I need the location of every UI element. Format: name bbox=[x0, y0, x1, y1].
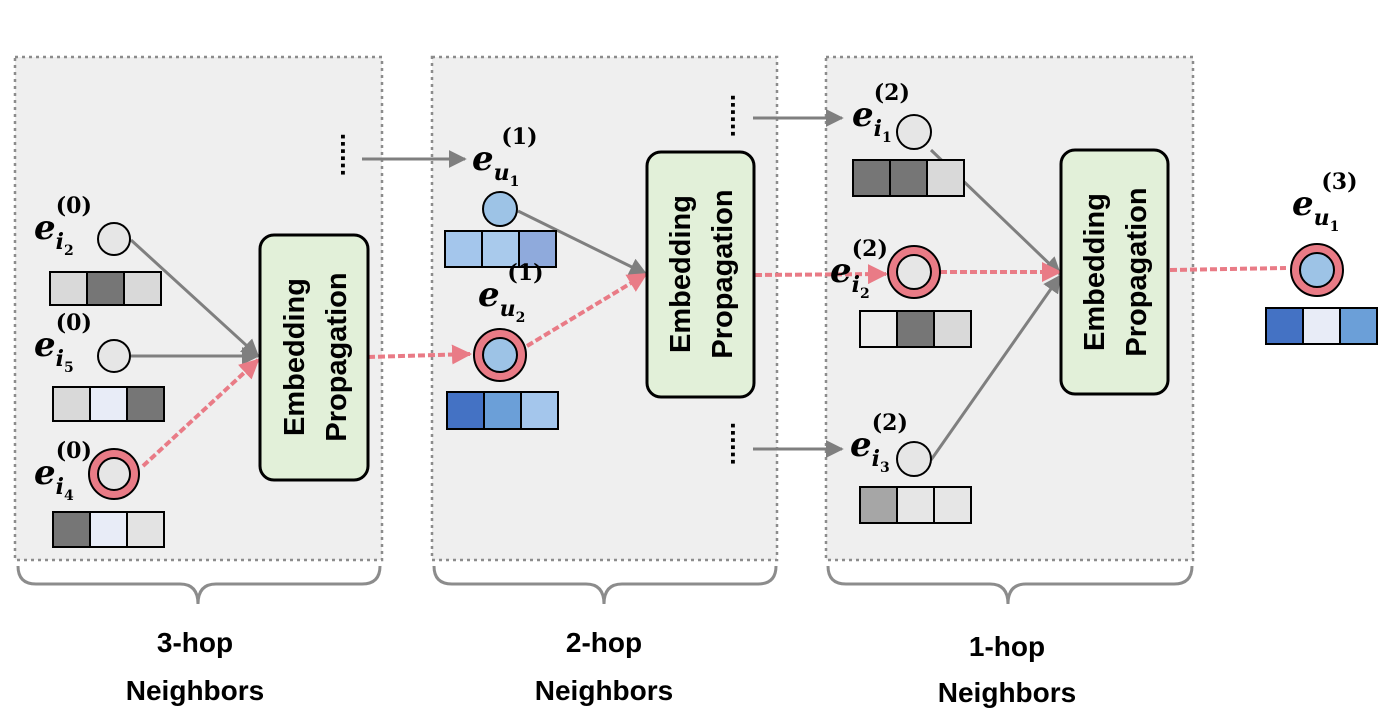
node-label: ei2(2) bbox=[830, 236, 888, 302]
ellipsis-2-hop-bottom: ...... bbox=[725, 422, 755, 465]
node-e-u1-1: eu1(1) bbox=[444, 124, 557, 268]
node-label: ei5(0) bbox=[34, 310, 92, 376]
embedding-cell bbox=[481, 230, 520, 268]
embedding-cell bbox=[896, 486, 935, 524]
node-circle bbox=[896, 114, 932, 150]
embedding-propagation-block-1: Embedding Propagation bbox=[258, 233, 370, 482]
group-label-2-hop-line2: Neighbors bbox=[535, 675, 673, 706]
node-circle bbox=[896, 254, 932, 290]
embedding-cell bbox=[126, 511, 165, 548]
embedding-cell bbox=[444, 230, 483, 268]
block-2-line1: Embedding bbox=[665, 195, 697, 353]
embedding-cell bbox=[123, 271, 162, 306]
embedding-cell bbox=[518, 230, 557, 268]
node-e-i3-2: ei3(2) bbox=[850, 410, 972, 524]
embedding-cell bbox=[1265, 307, 1304, 345]
path-block1-to-u2 bbox=[367, 344, 472, 365]
node-e-u2-1: eu2(1) bbox=[446, 260, 559, 430]
node-circle bbox=[1299, 252, 1335, 288]
embedding-cell bbox=[86, 271, 125, 306]
embedding-cell bbox=[1302, 307, 1341, 345]
embedding-cell bbox=[933, 486, 972, 524]
block-3-line1: Embedding bbox=[1079, 193, 1111, 351]
node-e-i1-2: ei1(2) bbox=[852, 80, 965, 197]
node-e-i2-2: ei2(2) bbox=[830, 236, 972, 348]
node-e-i5-0: ei5(0) bbox=[34, 310, 165, 422]
node-e-u1-3: eu1(3) bbox=[1265, 169, 1378, 345]
block-2-line2: Propagation bbox=[707, 189, 739, 358]
group-label-3-hop-line1: 3-hop bbox=[157, 627, 233, 658]
edge-i2-to-block1 bbox=[129, 238, 260, 358]
ellipsis-2-hop-top: ...... bbox=[725, 94, 755, 137]
node-e-i4-0: ei4(0) bbox=[34, 438, 165, 548]
node-label: ei4(0) bbox=[34, 438, 92, 504]
embedding-cell bbox=[859, 486, 898, 524]
path-u2-to-block2 bbox=[525, 272, 648, 348]
embedding-cell bbox=[126, 386, 165, 422]
brace-2-hop bbox=[432, 565, 778, 605]
embedding-cell bbox=[446, 391, 485, 430]
node-label: ei2(0) bbox=[34, 193, 92, 259]
block-1-line2: Propagation bbox=[321, 272, 353, 441]
embedding-cell bbox=[52, 386, 91, 422]
node-label: eu2(1) bbox=[478, 260, 544, 326]
node-circle bbox=[97, 339, 131, 373]
node-circle bbox=[482, 191, 518, 227]
path-block3-to-output bbox=[1169, 266, 1287, 272]
brace-1-hop bbox=[826, 565, 1194, 605]
node-label: eu1(1) bbox=[472, 124, 538, 190]
embedding-cell bbox=[52, 511, 91, 548]
block-3-line2: Propagation bbox=[1121, 187, 1153, 356]
embedding-cell bbox=[49, 271, 88, 306]
node-circle bbox=[896, 441, 932, 477]
embedding-cell bbox=[89, 386, 128, 422]
node-circle bbox=[482, 337, 518, 373]
node-circle bbox=[97, 222, 131, 256]
embedding-cell bbox=[896, 310, 935, 348]
embedding-cell bbox=[889, 159, 928, 197]
embedding-cell bbox=[520, 391, 559, 430]
embedding-propagation-block-3: Embedding Propagation bbox=[1059, 148, 1170, 396]
embedding-cell bbox=[926, 159, 965, 197]
edge-u1-to-block2 bbox=[517, 209, 648, 276]
group-label-1-hop-line1: 1-hop bbox=[969, 631, 1045, 662]
brace-3-hop bbox=[16, 565, 382, 605]
path-i4-to-block1 bbox=[141, 358, 260, 468]
path-block2-to-i2 bbox=[754, 264, 888, 285]
node-e-i2-0: ei2(0) bbox=[34, 193, 162, 306]
ellipsis-3-hop: ...... bbox=[335, 133, 365, 176]
embedding-propagation-block-2: Embedding Propagation bbox=[645, 150, 756, 399]
node-circle bbox=[97, 457, 131, 491]
embedding-cell bbox=[859, 310, 898, 348]
group-label-3-hop-line2: Neighbors bbox=[126, 675, 264, 706]
embedding-cell bbox=[483, 391, 522, 430]
embedding-cell bbox=[1339, 307, 1378, 345]
edge-i3-to-block3 bbox=[929, 274, 1062, 461]
embedding-cell bbox=[933, 310, 972, 348]
node-label: ei1(2) bbox=[852, 80, 910, 146]
node-label: eu1(3) bbox=[1292, 169, 1358, 235]
group-label-2-hop-line1: 2-hop bbox=[566, 627, 642, 658]
block-1-line1: Embedding bbox=[279, 278, 311, 436]
group-label-1-hop-line2: Neighbors bbox=[938, 677, 1076, 708]
node-label: ei3(2) bbox=[850, 410, 908, 476]
embedding-cell bbox=[852, 159, 891, 197]
embedding-cell bbox=[89, 511, 128, 548]
